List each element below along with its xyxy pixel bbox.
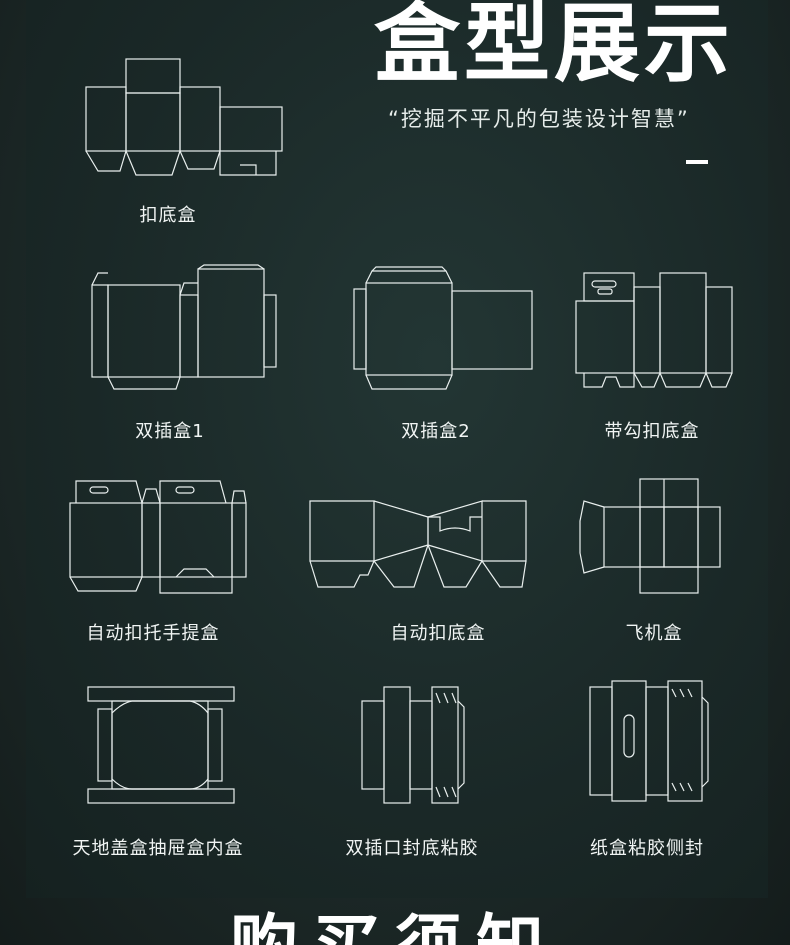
box-die-line-icon: [91, 264, 277, 390]
box-die-line-icon: [361, 686, 465, 804]
box-label: 自动扣托手提盒: [86, 623, 220, 644]
box-die-line-icon: [589, 680, 709, 802]
page-title: 盒型展示: [374, 0, 734, 94]
box-label: 双插盒2: [401, 421, 471, 442]
page-subtitle: “挖掘不平凡的包装设计智慧”: [388, 107, 690, 131]
box-die-line-icon: [579, 478, 721, 594]
box-die-line-icon: [575, 272, 733, 388]
title-divider: [686, 160, 708, 164]
box-die-line-icon: [87, 686, 235, 804]
box-label: 双插盒1: [135, 421, 205, 442]
box-label: 纸盒粘胶侧封: [590, 838, 704, 859]
box-label: 自动扣底盒: [390, 623, 486, 644]
box-label: 带勾扣底盒: [604, 421, 700, 442]
content-panel: [26, 0, 768, 898]
box-die-line-icon: [85, 58, 283, 176]
box-die-line-icon: [353, 266, 533, 390]
box-label: 天地盖盒抽屉盒内盒: [72, 838, 244, 859]
footer-title: 购买须知: [230, 908, 670, 945]
box-die-line-icon: [309, 500, 527, 588]
box-label: 飞机盒: [625, 623, 683, 644]
box-label: 扣底盒: [139, 205, 197, 226]
box-die-line-icon: [69, 480, 247, 594]
box-label: 双插口封底粘胶: [345, 838, 479, 859]
